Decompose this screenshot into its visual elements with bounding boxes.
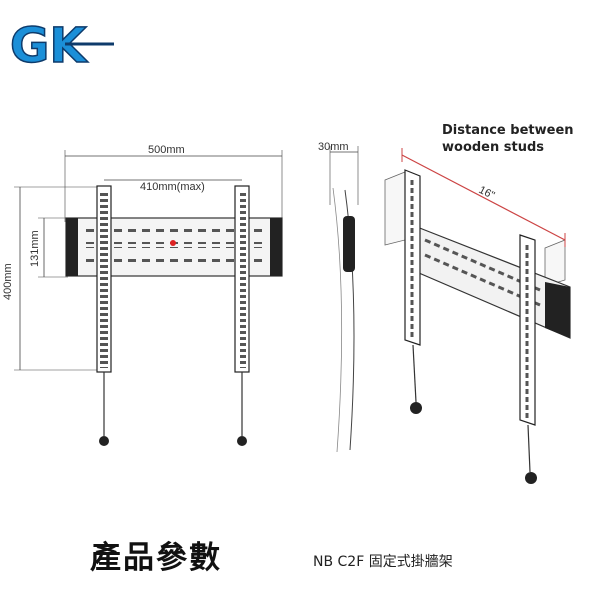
side-view: 30mm [318, 141, 359, 453]
dim-131mm: 131mm [29, 230, 41, 267]
product-subtitle: NB C2F 固定式掛牆架 [313, 554, 453, 570]
perspective-view: Distance between wooden studs 16" [384, 123, 574, 484]
dim-410mm: 410mm(max) [140, 181, 205, 193]
page-title: 產品參數 [90, 540, 222, 576]
dim-400mm: 400mm [2, 263, 14, 300]
annotation-line2: wooden studs [442, 140, 544, 155]
dim-500mm: 500mm [148, 144, 185, 156]
gk-logo-icon: GK [10, 18, 114, 68]
dim-16in: 16" [477, 184, 497, 202]
front-view: 500mm 410mm(max) 400mm 131mm [2, 144, 283, 446]
annotation-line1: Distance between [442, 123, 574, 138]
dim-30mm: 30mm [318, 141, 349, 153]
